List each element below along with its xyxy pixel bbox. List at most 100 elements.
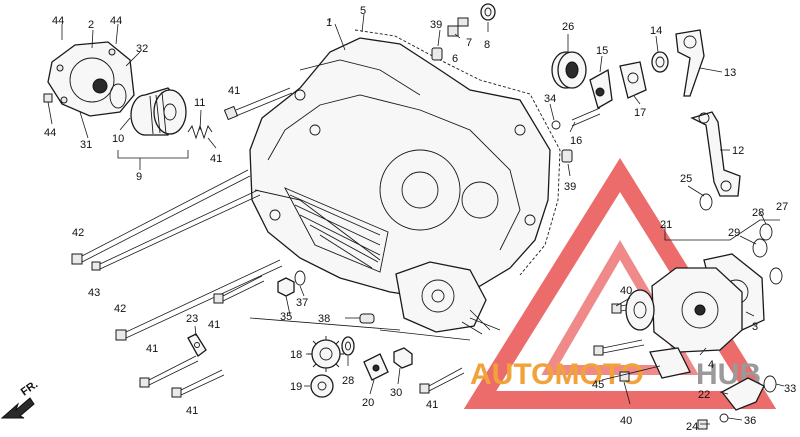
callout-41: 41 [426, 399, 438, 411]
callout-34: 34 [544, 93, 556, 105]
callout-27: 27 [776, 201, 788, 213]
washer-37 [294, 270, 306, 286]
callout-21: 21 [660, 219, 672, 231]
o-ring-29 [752, 238, 768, 258]
o-ring-28-right [769, 267, 783, 285]
water-pump-body-21 [651, 267, 743, 353]
callout-13: 13 [724, 67, 736, 79]
bolt-43 [91, 189, 261, 271]
callout-2: 2 [88, 19, 94, 31]
callout-labels: 44 2 44 32 44 31 10 9 11 41 41 1 5 39 6 … [44, 5, 796, 433]
callout-40: 40 [620, 415, 632, 427]
callout-37: 37 [296, 297, 308, 309]
callout-23: 23 [186, 313, 198, 325]
nut-30 [393, 347, 413, 369]
callout-36: 36 [744, 415, 756, 427]
crankcase-cover [249, 37, 551, 299]
bolt-41-lower-right [419, 367, 465, 394]
dowel-pin-6 [431, 47, 443, 61]
water-hose-joint-22 [721, 377, 765, 411]
front-direction-marker: FR. [0, 378, 40, 419]
pin-38 [359, 313, 375, 324]
bolt-24 [697, 419, 708, 430]
callout-6: 6 [452, 53, 458, 65]
callout-22: 22 [698, 389, 710, 401]
nut-35 [277, 277, 295, 297]
callout-24: 24 [686, 421, 698, 433]
callout-28: 28 [752, 207, 764, 219]
gear-18 [308, 336, 344, 372]
oil-filter-element [130, 87, 187, 136]
callout-14: 14 [650, 25, 662, 37]
callout-44: 44 [110, 15, 122, 27]
callout-25: 25 [680, 173, 692, 185]
callout-31: 31 [80, 139, 92, 151]
callout-10: 10 [112, 133, 124, 145]
callout-35: 35 [280, 311, 292, 323]
cap-8 [480, 3, 496, 21]
oil-filter-cover [47, 41, 135, 117]
callout-4: 4 [708, 359, 714, 371]
callout-45: 45 [592, 379, 604, 391]
callout-44: 44 [44, 127, 56, 139]
bolt-41-upper [223, 87, 293, 121]
callout-41: 41 [146, 343, 158, 355]
bolt-40-bottom [619, 371, 630, 382]
callout-28: 28 [342, 375, 354, 387]
dowel-pin-39 [561, 149, 573, 163]
oil-pump-plate [395, 261, 501, 335]
callout-30: 30 [390, 387, 402, 399]
washer-36 [719, 413, 729, 423]
seal-14 [651, 51, 669, 73]
cover-vent-grille [284, 187, 389, 273]
bolt-41-lower-left [139, 355, 199, 388]
cap-20 [363, 353, 389, 381]
callout-41: 41 [228, 85, 240, 97]
svg-text:FR.: FR. [19, 378, 40, 398]
washer-34 [551, 120, 561, 130]
bolt-41-mid [213, 275, 265, 304]
callout-5: 5 [360, 5, 366, 17]
seal-27 [759, 223, 773, 241]
o-ring-32 [109, 83, 127, 109]
callout-39: 39 [430, 19, 442, 31]
callout-41: 41 [210, 153, 222, 165]
callout-7: 7 [466, 37, 472, 49]
callout-41: 41 [208, 319, 220, 331]
callout-42: 42 [114, 303, 126, 315]
bolt-40-lower [593, 339, 645, 356]
shaft-16 [571, 107, 601, 127]
bushing-28-lower [341, 336, 355, 356]
callout-16: 16 [570, 135, 582, 147]
bolt-42-long-lower [115, 259, 283, 341]
impeller-4 [625, 289, 655, 331]
callout-32: 32 [136, 43, 148, 55]
holder-17 [619, 61, 647, 99]
callout-29: 29 [728, 227, 740, 239]
callout-15: 15 [596, 45, 608, 57]
oil-pass-bolt-7 [447, 17, 469, 37]
gear-19 [310, 374, 334, 398]
clip-23 [187, 333, 207, 357]
callout-44: 44 [52, 15, 64, 27]
callout-19: 19 [290, 381, 302, 393]
bolt-42-long-upper [71, 169, 251, 265]
leader-lines [47, 13, 785, 425]
callout-42: 42 [72, 227, 84, 239]
bracket-45 [649, 347, 691, 379]
bearing-26 [551, 51, 587, 89]
washer-25 [699, 193, 713, 211]
callout-3: 3 [752, 321, 758, 333]
callout-12: 12 [732, 145, 744, 157]
shift-arm-12 [690, 111, 741, 197]
callout-40: 40 [620, 285, 632, 297]
callout-26: 26 [562, 21, 574, 33]
callout-1: 1 [326, 17, 332, 29]
o-ring-33 [763, 375, 777, 393]
callout-20: 20 [362, 397, 374, 409]
callout-38: 38 [318, 313, 330, 325]
lever-13 [675, 29, 705, 97]
callout-41: 41 [186, 405, 198, 417]
arm-15 [589, 68, 613, 109]
